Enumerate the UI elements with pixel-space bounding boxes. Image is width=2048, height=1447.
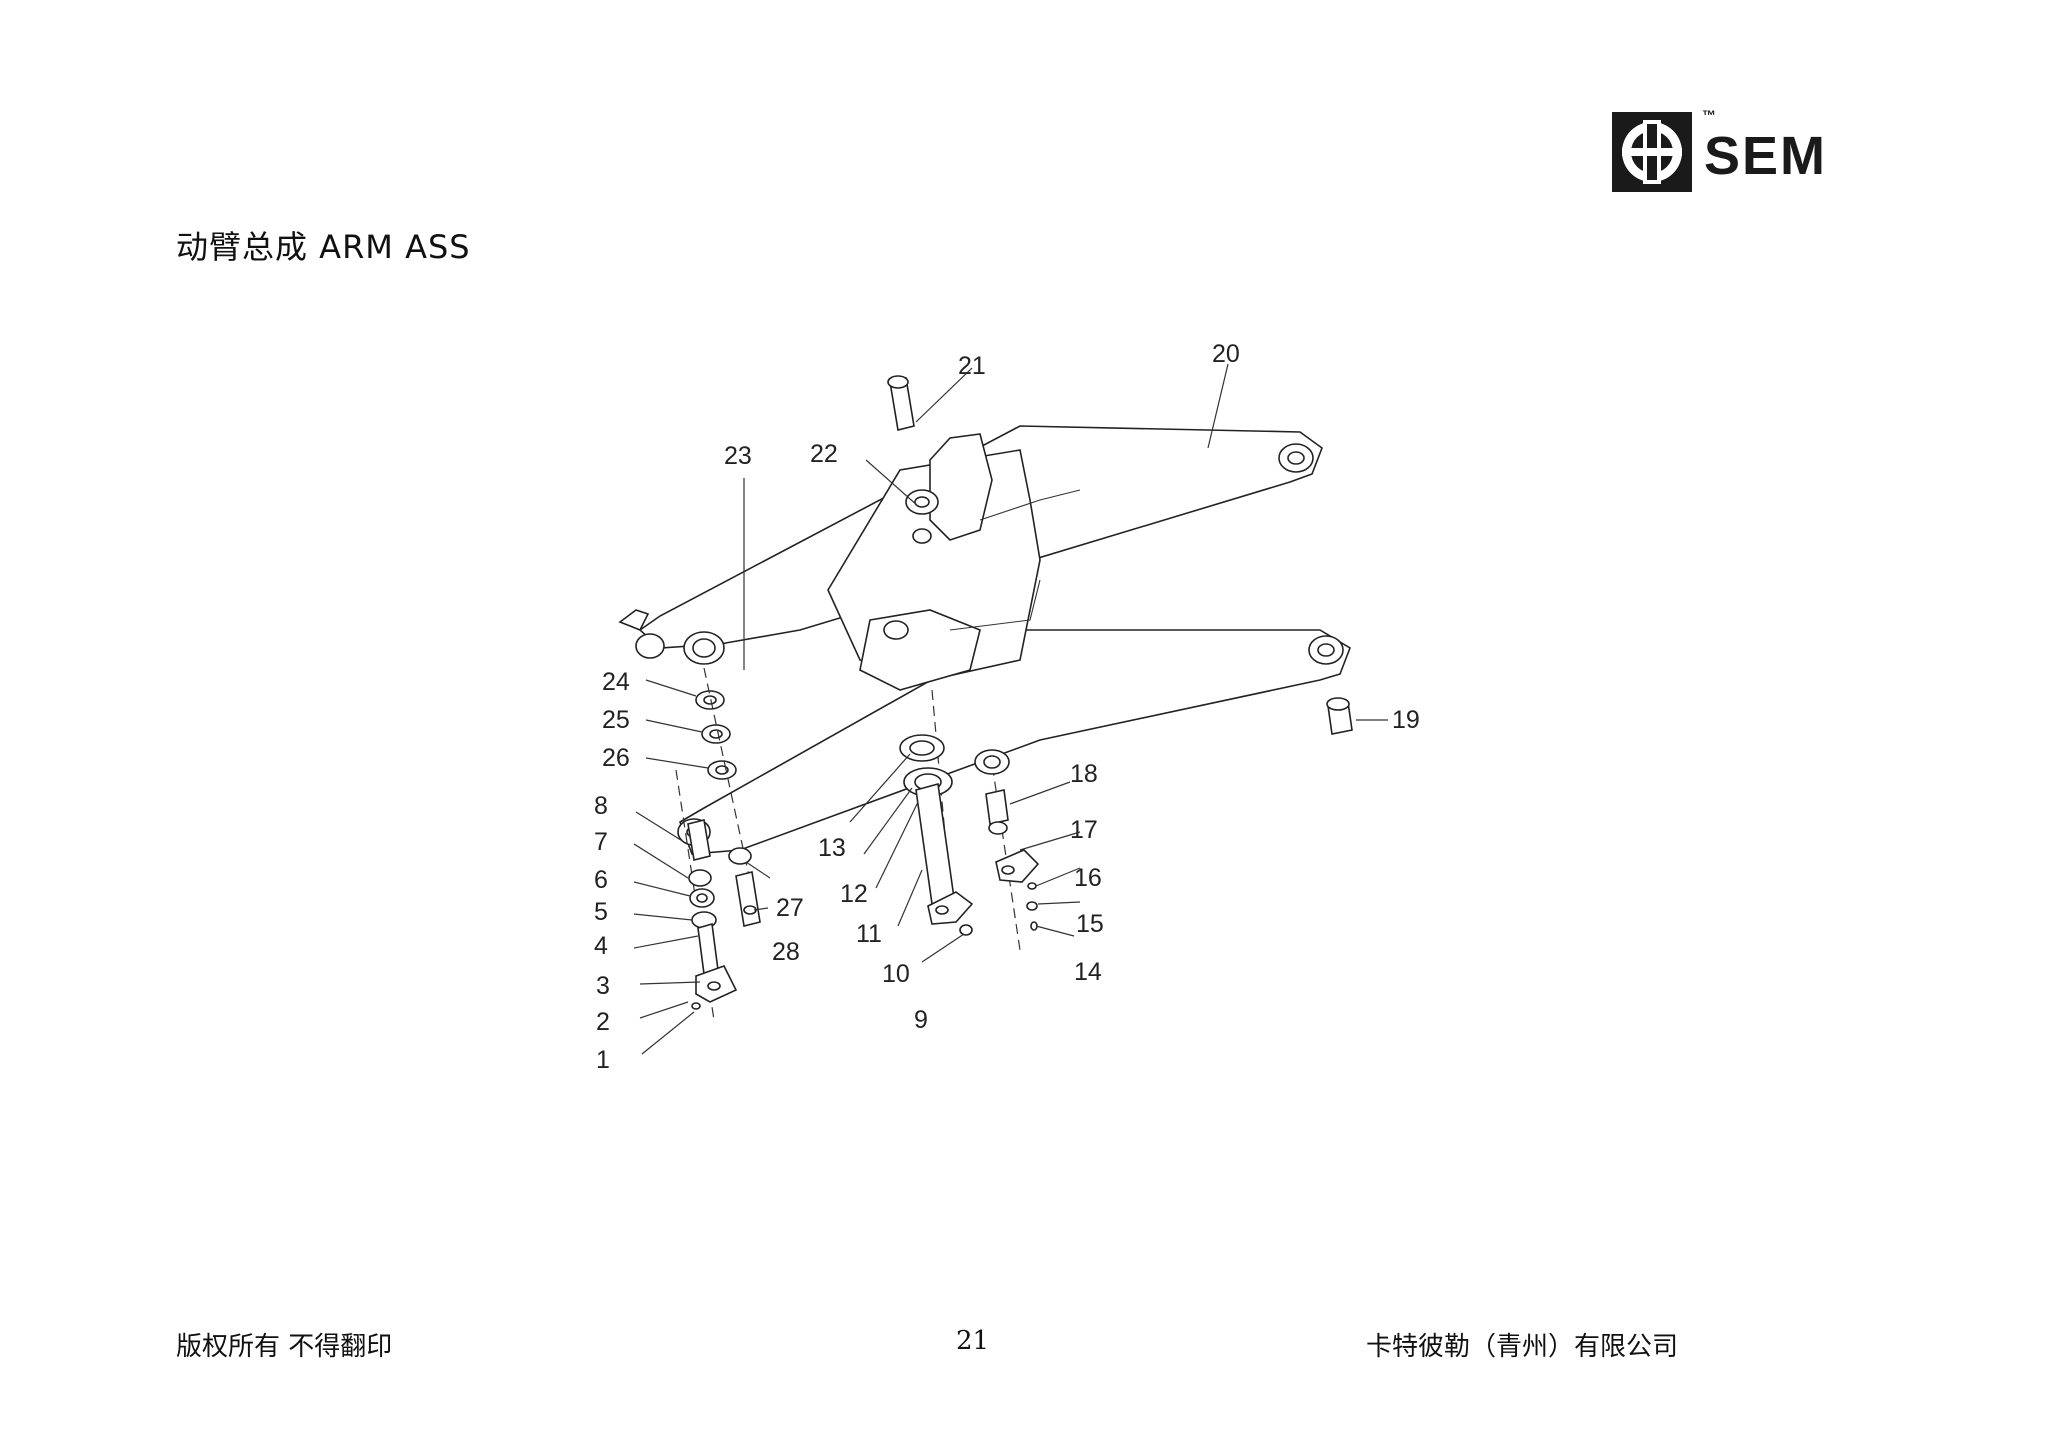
logo-text: SEM xyxy=(1704,126,1827,186)
bolt-16-part xyxy=(1027,882,1037,890)
callout-20: 20 xyxy=(1212,340,1240,368)
sem-logo-icon: ™ SEM xyxy=(1612,107,1827,192)
callout-9: 9 xyxy=(914,1006,928,1034)
nut-7-part xyxy=(688,869,712,887)
callout-27: 27 xyxy=(776,894,804,922)
callout-22: 22 xyxy=(810,440,838,468)
callout-2: 2 xyxy=(596,1008,610,1036)
lower-arm-part xyxy=(679,629,1351,855)
callout-19: 19 xyxy=(1392,706,1420,734)
callout-11: 11 xyxy=(856,920,882,948)
callout-16: 16 xyxy=(1074,864,1102,892)
plate-17-part xyxy=(995,849,1040,883)
callout-17: 17 xyxy=(1070,816,1098,844)
callout-15: 15 xyxy=(1076,910,1104,938)
callout-3: 3 xyxy=(596,972,610,1000)
trademark-mark: ™ xyxy=(1702,107,1716,123)
callout-24: 24 xyxy=(602,668,630,696)
callout-8: 8 xyxy=(594,792,608,820)
pin-11-part xyxy=(915,782,955,906)
callout-12: 12 xyxy=(840,880,868,908)
arm-assembly-svg: 1 2 3 4 5 6 7 8 9 10 11 12 13 14 15 16 1… xyxy=(594,340,1420,1074)
callout-18: 18 xyxy=(1070,760,1098,788)
sem-logo: ™ SEM xyxy=(1612,106,1852,198)
callout-5: 5 xyxy=(594,898,608,926)
left-pin-part xyxy=(635,633,665,659)
pin-28-part xyxy=(735,871,761,927)
bolt-9-part xyxy=(959,924,973,936)
bolt-2-part xyxy=(691,1002,701,1010)
callout-25: 25 xyxy=(602,706,630,734)
callout-14: 14 xyxy=(1074,958,1102,986)
spacer-4-part xyxy=(697,922,719,976)
footer-page-number: 21 xyxy=(956,1326,990,1356)
callout-21: 21 xyxy=(958,352,986,380)
arm-assembly-diagram: 1 2 3 4 5 6 7 8 9 10 11 12 13 14 15 16 1… xyxy=(594,330,1500,1110)
callout-1: 1 xyxy=(596,1046,610,1074)
washer-15-part xyxy=(1026,901,1038,911)
footer-company: 卡特彼勒（青州）有限公司 xyxy=(1366,1332,1679,1362)
footer-copyright: 版权所有 不得翻印 xyxy=(176,1332,393,1362)
stud-8-part xyxy=(687,819,711,861)
callout-26: 26 xyxy=(602,744,630,772)
callout-4: 4 xyxy=(594,932,608,960)
callout-10: 10 xyxy=(882,960,910,988)
callout-23: 23 xyxy=(724,442,752,470)
bushing-18-part xyxy=(985,789,1009,825)
page-title: 动臂总成 ARM ASS xyxy=(176,228,471,266)
plate-10-part xyxy=(927,891,974,925)
callout-28: 28 xyxy=(772,938,800,966)
ring-27-part xyxy=(728,847,752,865)
callout-6: 6 xyxy=(594,866,608,894)
callout-7: 7 xyxy=(594,828,608,856)
callout-13: 13 xyxy=(818,834,846,862)
